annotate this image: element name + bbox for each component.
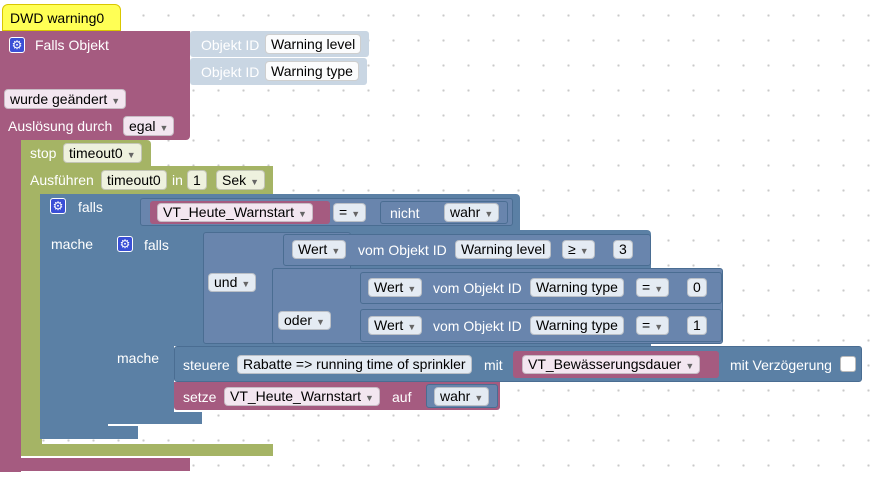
cond1-value-field[interactable]: 3 xyxy=(613,240,633,259)
control-target-dropdown[interactable]: Rabatte => running time of sprinkler xyxy=(237,355,472,374)
chevron-down-icon: ▼ xyxy=(407,322,417,332)
object-select-1[interactable]: Warning level xyxy=(265,34,362,54)
cond3-attr-dropdown[interactable]: Wert▼ xyxy=(368,316,423,335)
cond2-vom-label: vom Objekt ID xyxy=(433,280,522,296)
set-variable-dropdown[interactable]: VT_Heute_Warnstart▼ xyxy=(224,387,380,406)
in-label: in xyxy=(172,172,183,188)
object-select-2[interactable]: Warning type xyxy=(265,61,359,81)
chevron-down-icon: ▼ xyxy=(484,209,494,219)
if-inner-falls-label: falls xyxy=(144,237,169,253)
comment-text: DWD warning0 xyxy=(10,10,105,26)
if-outer-mache-label: mache xyxy=(51,236,94,252)
cond3-object-field[interactable]: Warning type xyxy=(530,316,624,335)
chevron-down-icon: ▼ xyxy=(579,246,589,256)
comment-block[interactable]: DWD warning0 xyxy=(2,4,121,31)
gear-icon[interactable]: ⚙ xyxy=(50,198,66,214)
cond2-attr-dropdown[interactable]: Wert▼ xyxy=(368,278,423,297)
control-label: steuere xyxy=(183,357,230,373)
or-op-dropdown[interactable]: oder▼ xyxy=(278,311,331,330)
ausloesung-dropdown[interactable]: egal▼ xyxy=(123,116,175,136)
olive-bottom-bar xyxy=(21,444,273,456)
delay-checkbox[interactable] xyxy=(840,356,856,372)
set-value-dropdown[interactable]: wahr▼ xyxy=(434,387,490,406)
ausloesung-label: Auslösung durch xyxy=(8,118,113,134)
if-outer-bottom-bar xyxy=(40,426,138,439)
if-inner-bottom-bar xyxy=(108,412,202,424)
chevron-down-icon: ▼ xyxy=(474,393,484,403)
set-label: setze xyxy=(183,389,217,405)
stop-timeout-spine xyxy=(21,140,42,454)
cond2-object-field[interactable]: Warning type xyxy=(530,278,624,297)
and-op-dropdown[interactable]: und▼ xyxy=(208,273,257,292)
ausfuehren-label: Ausführen xyxy=(30,172,94,188)
cond3-vom-label: vom Objekt ID xyxy=(433,318,522,334)
control-mit-label: mit xyxy=(484,357,503,373)
delay-label: mit Verzögerung xyxy=(730,357,832,373)
chevron-down-icon: ▼ xyxy=(241,279,251,289)
if-outer-falls-label: falls xyxy=(78,199,103,215)
delay-amount-field[interactable]: 1 xyxy=(187,170,207,190)
compare-op-dropdown[interactable]: =▼ xyxy=(333,203,367,222)
cond3-op-dropdown[interactable]: =▼ xyxy=(636,316,670,335)
chevron-down-icon: ▼ xyxy=(297,209,307,219)
cond2-value-field[interactable]: 0 xyxy=(687,278,707,297)
chevron-down-icon: ▼ xyxy=(159,123,169,133)
chevron-down-icon: ▼ xyxy=(407,284,417,294)
cond2-op-dropdown[interactable]: =▼ xyxy=(636,278,670,297)
change-dropdown[interactable]: wurde geändert▼ xyxy=(4,89,127,109)
delay-unit-dropdown[interactable]: Sek▼ xyxy=(216,170,266,190)
chevron-down-icon: ▼ xyxy=(126,150,136,160)
objekt-id-label-1: Objekt ID xyxy=(201,37,260,53)
chevron-down-icon: ▼ xyxy=(654,322,664,332)
gear-icon[interactable]: ⚙ xyxy=(9,37,25,53)
chevron-down-icon: ▼ xyxy=(364,393,374,403)
chevron-down-icon: ▼ xyxy=(685,361,695,371)
stop-timeout-dropdown[interactable]: timeout0▼ xyxy=(63,143,142,163)
set-auf-label: auf xyxy=(392,389,412,405)
if-inner-spine xyxy=(108,230,174,424)
chevron-down-icon: ▼ xyxy=(111,96,121,106)
stop-label: stop xyxy=(30,145,57,161)
if-outer-spine xyxy=(40,194,108,434)
ausfuehren-timeout-dropdown[interactable]: timeout0 xyxy=(101,170,167,190)
cond1-attr-dropdown[interactable]: Wert▼ xyxy=(292,240,347,259)
cond1-object-field[interactable]: Warning level xyxy=(455,240,552,259)
trigger-spine xyxy=(0,135,21,472)
cond1-vom-label: vom Objekt ID xyxy=(358,242,447,258)
trigger-bottom-bar xyxy=(0,458,190,471)
not-value-dropdown[interactable]: wahr▼ xyxy=(444,203,500,222)
variable-dropdown[interactable]: VT_Heute_Warnstart▼ xyxy=(157,203,313,222)
not-label: nicht xyxy=(390,205,420,221)
cond1-op-dropdown[interactable]: ≥▼ xyxy=(562,240,595,259)
control-variable-dropdown[interactable]: VT_Bewässerungsdauer▼ xyxy=(522,355,701,374)
chevron-down-icon: ▼ xyxy=(331,246,341,256)
chevron-down-icon: ▼ xyxy=(654,284,664,294)
trigger-label: Falls Objekt xyxy=(35,37,109,53)
gear-icon[interactable]: ⚙ xyxy=(117,236,133,252)
cond3-value-field[interactable]: 1 xyxy=(687,316,707,335)
chevron-down-icon: ▼ xyxy=(250,177,260,187)
if-inner-mache-label: mache xyxy=(117,350,160,366)
objekt-id-label-2: Objekt ID xyxy=(201,64,260,80)
chevron-down-icon: ▼ xyxy=(316,317,325,327)
chevron-down-icon: ▼ xyxy=(351,209,361,219)
